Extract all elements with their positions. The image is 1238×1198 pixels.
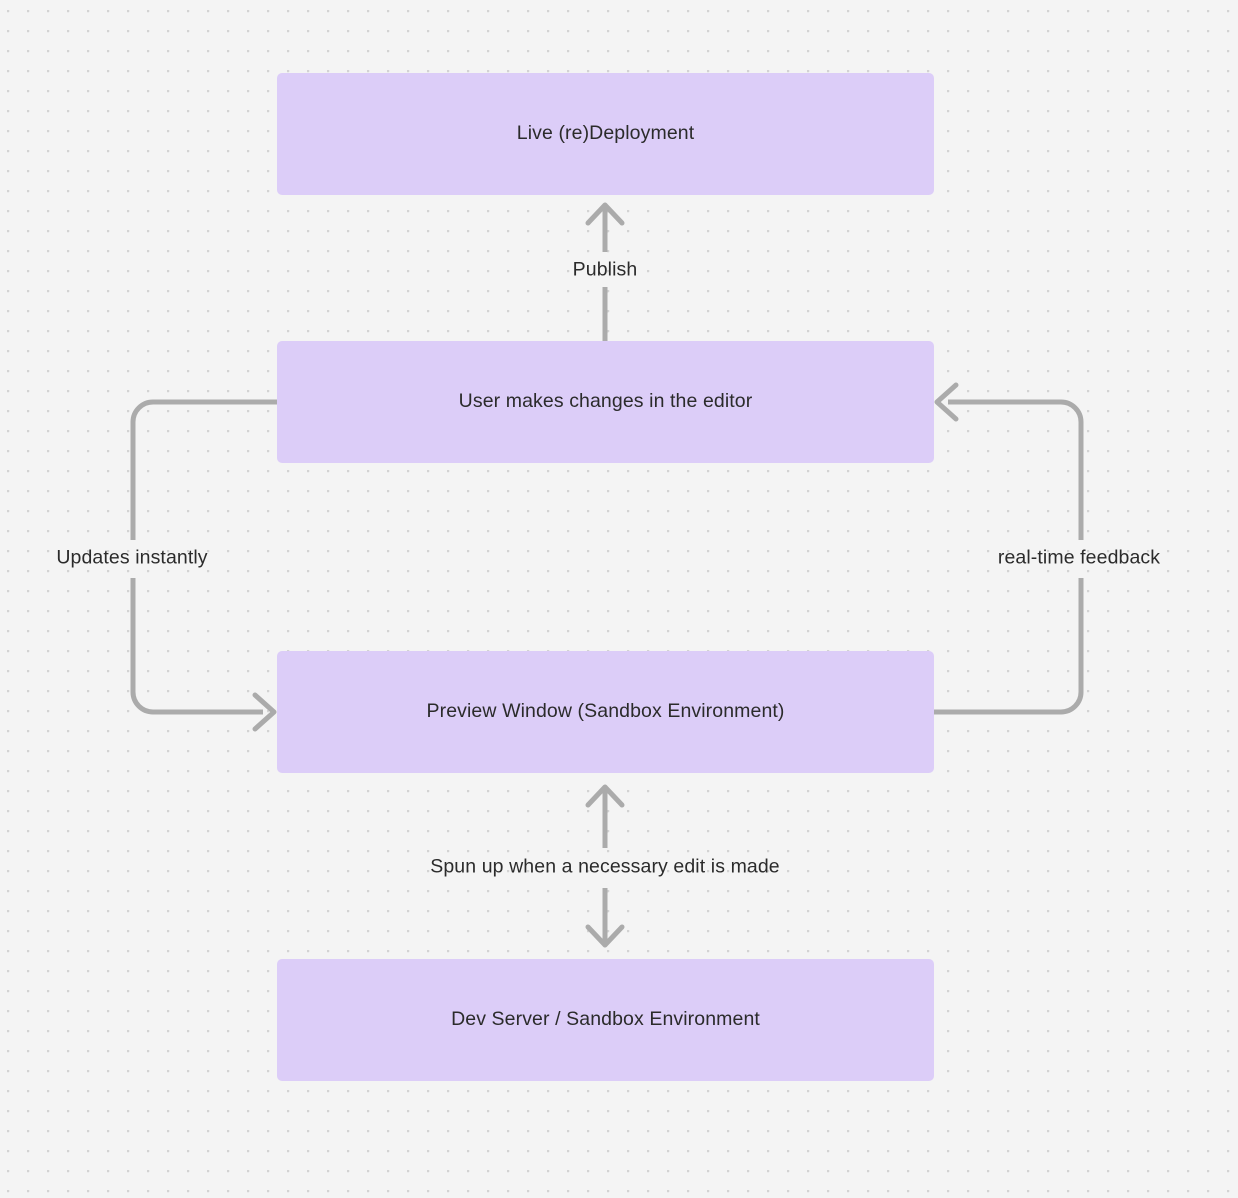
node-label: Live (re)Deployment: [516, 122, 695, 145]
edge-label-publish: Publish: [572, 258, 638, 281]
node-label: User makes changes in the editor: [458, 390, 753, 413]
edge-spunup-arrowhead-up-icon: [585, 784, 625, 808]
edge-label-real-time-feedback: real-time feedback: [997, 546, 1161, 569]
edge-updates-arrowhead-icon: [252, 692, 277, 732]
node-user-makes-changes[interactable]: User makes changes in the editor: [277, 341, 934, 463]
edge-feedback-arrowhead-icon: [934, 382, 959, 422]
node-live-redeployment[interactable]: Live (re)Deployment: [277, 73, 934, 195]
edge-updates-upper-segment: [130, 399, 277, 540]
node-dev-server[interactable]: Dev Server / Sandbox Environment: [277, 959, 934, 1081]
node-label: Preview Window (Sandbox Environment): [426, 700, 785, 723]
edge-label-spun-up: Spun up when a necessary edit is made: [430, 855, 780, 878]
edge-spunup-arrowhead-down-icon: [585, 924, 625, 948]
node-label: Dev Server / Sandbox Environment: [451, 1008, 760, 1031]
edge-label-updates-instantly: Updates instantly: [56, 546, 208, 569]
edge-feedback-upper-segment: [948, 399, 1084, 540]
edge-feedback-lower-segment: [934, 578, 1084, 715]
edge-updates-lower-segment: [130, 578, 263, 715]
node-preview-window[interactable]: Preview Window (Sandbox Environment): [277, 651, 934, 773]
edge-publish-arrowhead-icon: [585, 202, 625, 226]
